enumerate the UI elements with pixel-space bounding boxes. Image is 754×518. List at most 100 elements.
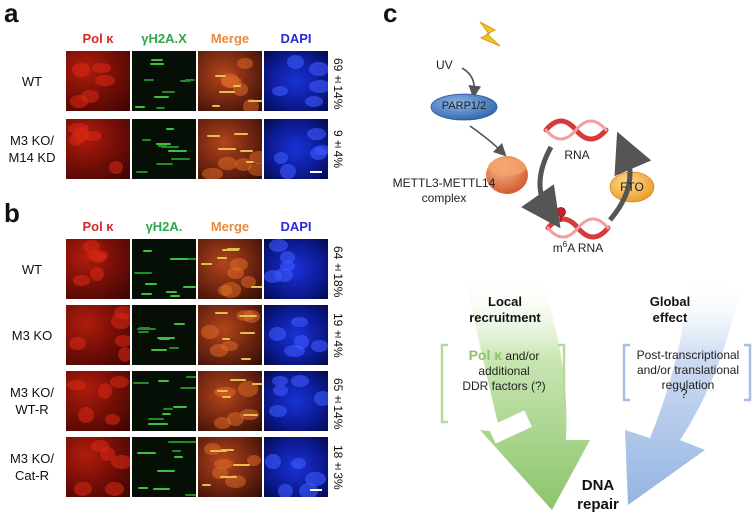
merge-streak bbox=[232, 84, 241, 87]
damage-streak bbox=[137, 331, 150, 334]
merge-streak bbox=[212, 104, 221, 107]
merge-streak bbox=[217, 389, 228, 392]
nucleus bbox=[240, 276, 256, 289]
damage-streak bbox=[140, 292, 153, 295]
nucleus bbox=[72, 63, 90, 77]
panel-b-micrograph-grn bbox=[131, 370, 197, 432]
panel-b-micrograph-dap bbox=[263, 238, 329, 300]
nucleus bbox=[264, 269, 283, 283]
damage-streak bbox=[184, 494, 196, 497]
nucleus bbox=[221, 282, 242, 298]
methylation-arrow bbox=[521, 145, 561, 229]
merge-streak bbox=[209, 450, 228, 453]
damage-streak bbox=[155, 143, 171, 146]
damage-streak bbox=[172, 406, 187, 409]
nucleus bbox=[98, 383, 113, 400]
m6a-rna-label: m6A RNA bbox=[552, 240, 604, 255]
damage-streak bbox=[162, 413, 171, 416]
panel-b-header-3: DAPI bbox=[280, 219, 312, 234]
merge-streak bbox=[219, 475, 237, 478]
damage-streak bbox=[168, 347, 179, 350]
merge-streak bbox=[219, 91, 235, 94]
nucleus bbox=[279, 164, 296, 179]
nucleus bbox=[293, 334, 310, 350]
panel-b-row-label: M3 KO/WT-R bbox=[2, 384, 62, 418]
blue-bracket-left bbox=[622, 343, 630, 402]
damage-streak bbox=[165, 127, 174, 130]
panel-b-micrograph-red bbox=[65, 370, 131, 432]
nucleus bbox=[117, 347, 130, 363]
damage-streak bbox=[162, 407, 174, 410]
m6a-methyl-mark bbox=[556, 207, 566, 217]
damage-streak bbox=[156, 336, 175, 339]
nucleus bbox=[214, 386, 236, 397]
panel-b-micrograph-grn bbox=[131, 238, 197, 300]
merge-streak bbox=[240, 332, 256, 335]
green-bracket-right bbox=[558, 343, 566, 424]
damage-streak bbox=[171, 449, 181, 452]
damage-streak bbox=[156, 162, 174, 165]
damage-streak bbox=[170, 294, 180, 297]
demethylation-arrow bbox=[608, 131, 652, 222]
merge-streak bbox=[248, 100, 262, 103]
damage-streak bbox=[157, 380, 169, 382]
panel-b-micrograph-mrg bbox=[197, 238, 263, 300]
panel-b-row-label-line: M3 KO bbox=[11, 327, 53, 343]
damage-streak bbox=[184, 441, 196, 444]
panel-b-row-label-line: WT-R bbox=[15, 402, 49, 417]
nucleus bbox=[89, 266, 105, 282]
panel-a-micrograph-mrg bbox=[197, 118, 263, 180]
nucleus bbox=[242, 99, 259, 111]
damage-streak bbox=[180, 387, 196, 390]
nucleus bbox=[214, 458, 234, 470]
damage-streak bbox=[133, 271, 152, 274]
merge-streak bbox=[239, 315, 257, 318]
panel-b-micrograph-dap bbox=[263, 304, 329, 366]
panel-b-row-label-line: M3 KO/ bbox=[9, 385, 55, 400]
nucleus bbox=[278, 483, 294, 497]
nucleus bbox=[201, 324, 220, 340]
damage-streak bbox=[136, 328, 157, 331]
nucleus bbox=[290, 457, 306, 469]
panel-b-percentage: 64±18% bbox=[331, 246, 345, 298]
uv-lightning-icon bbox=[479, 21, 501, 47]
damage-streak bbox=[149, 63, 165, 66]
nucleus bbox=[221, 341, 238, 352]
merge-streak bbox=[200, 262, 213, 265]
nucleus bbox=[279, 260, 295, 272]
merge-streak bbox=[243, 414, 258, 417]
panel-a-header-1: γH2A.X bbox=[141, 31, 187, 46]
polk-ddr-text: Pol κ and/or additional DDR factors (?) bbox=[462, 347, 546, 394]
damage-streak bbox=[138, 486, 149, 489]
nucleus bbox=[204, 442, 222, 455]
nucleus bbox=[100, 446, 116, 461]
nucleus bbox=[113, 305, 130, 320]
nucleus bbox=[249, 150, 262, 165]
damage-streak bbox=[174, 322, 186, 325]
nucleus bbox=[236, 57, 253, 69]
nucleus bbox=[286, 55, 304, 69]
nucleus bbox=[313, 391, 328, 407]
damage-streak bbox=[144, 282, 157, 285]
panel-a-row-label: M3 KO/M14 KD bbox=[2, 132, 62, 166]
nucleus bbox=[221, 72, 239, 88]
panel-b-row-label: M3 KO/Cat-R bbox=[2, 450, 62, 484]
panel-b-micrograph-grn bbox=[131, 304, 197, 366]
damage-streak bbox=[183, 286, 196, 289]
damage-streak bbox=[150, 59, 164, 62]
panel-a-row-label-line: M3 KO/ bbox=[9, 133, 55, 148]
damage-streak bbox=[157, 469, 176, 472]
fto-label: FTO bbox=[620, 180, 644, 194]
panel-b-micrograph-grn bbox=[131, 436, 197, 498]
nucleus bbox=[80, 90, 100, 103]
nucleus bbox=[91, 62, 112, 74]
panel-a-micrograph-dap bbox=[263, 50, 329, 112]
scale-bar bbox=[310, 171, 322, 173]
panel-b-row-label-line: M3 KO/ bbox=[9, 451, 55, 466]
nucleus bbox=[115, 334, 130, 347]
nucleus bbox=[201, 167, 223, 179]
merge-streak bbox=[215, 312, 229, 315]
